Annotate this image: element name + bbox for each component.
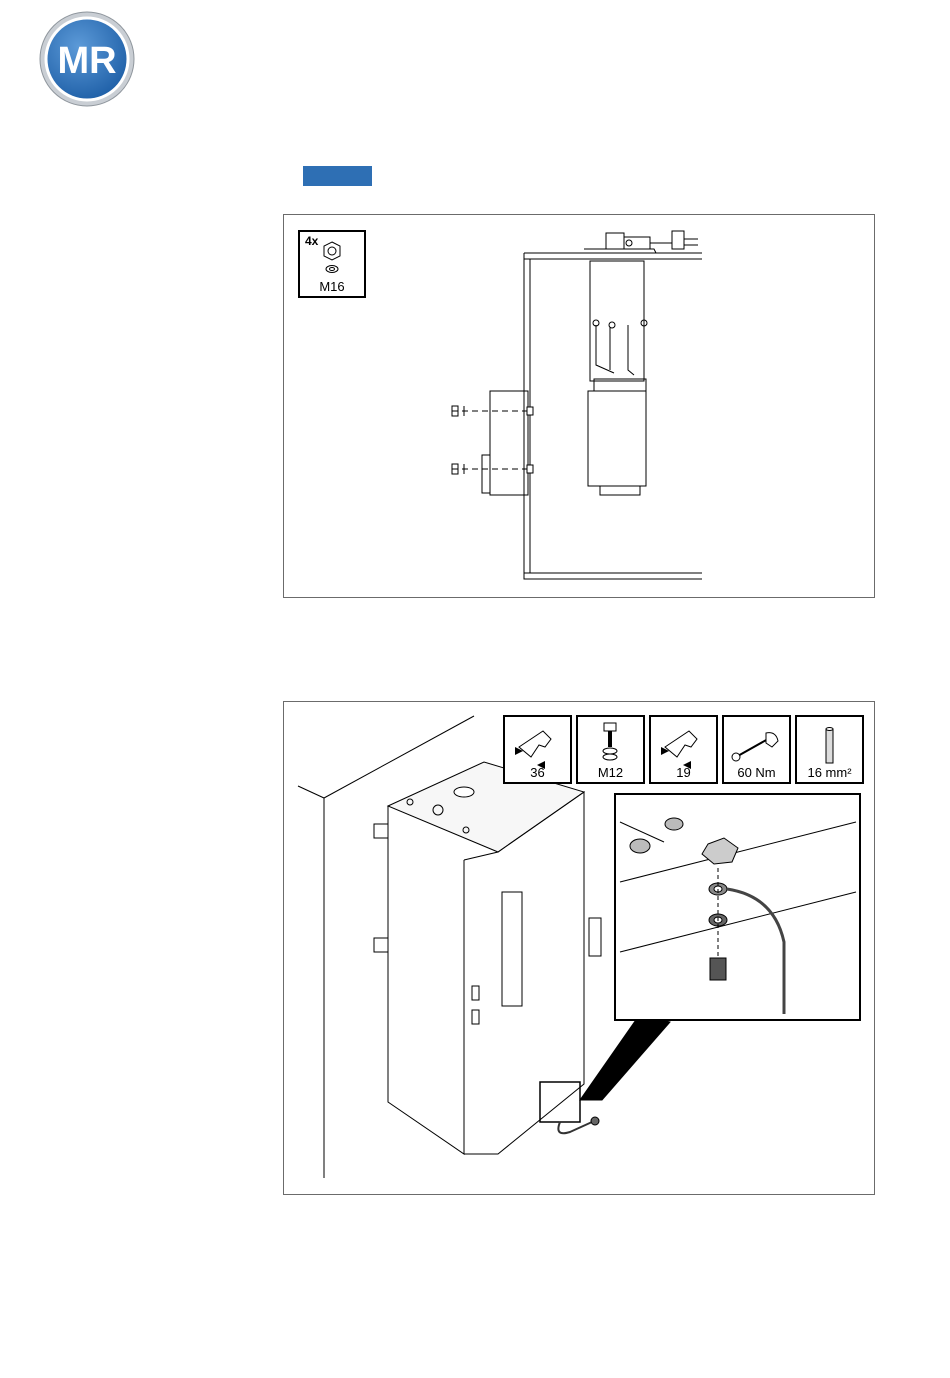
section-tag (303, 166, 372, 186)
cabinet-mounting-illustration (284, 215, 874, 597)
tool-torque-60nm: 60 Nm (722, 715, 791, 784)
tool-label: M12 (578, 765, 643, 780)
figure-grounding-drawing: 36 M12 19 60 Nm 16 mm² (283, 701, 875, 1195)
tool-wrench-36: 36 (503, 715, 572, 784)
tool-label: 36 (505, 765, 570, 780)
tool-label: 19 (651, 765, 716, 780)
tool-label: 16 mm² (797, 765, 862, 780)
tool-bolt-m12: M12 (576, 715, 645, 784)
logo-text: MR (57, 40, 116, 82)
tool-label: 60 Nm (724, 765, 789, 780)
tool-wrench-19: 19 (649, 715, 718, 784)
figure-mounting-drawing: 4x M16 (283, 214, 875, 598)
mr-logo: MR (38, 10, 136, 108)
tool-cable-16: 16 mm² (795, 715, 864, 784)
